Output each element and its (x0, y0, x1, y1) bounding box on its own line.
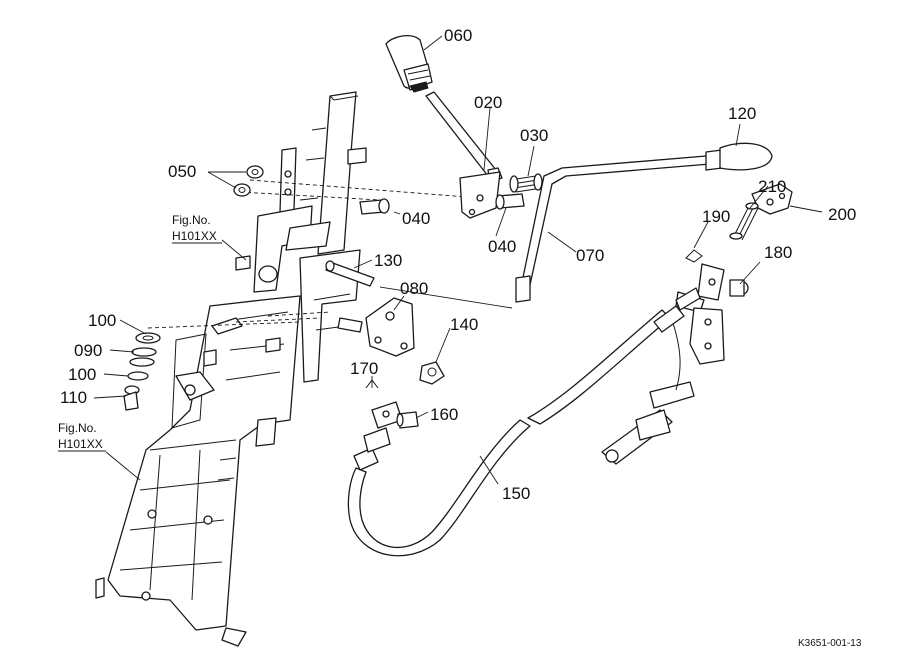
callout-110: 110 (60, 388, 87, 407)
figure-ref-upper: Fig.No. H101XX (172, 213, 222, 244)
figure-ref-code: H101XX (172, 229, 217, 243)
callout-090: 090 (74, 341, 102, 360)
part-190-pin (685, 249, 703, 263)
figure-ref-prefix: Fig.No. (172, 213, 211, 227)
callout-100-upper: 100 (88, 311, 116, 330)
callout-050: 050 (168, 162, 196, 181)
figure-ref-code: H101XX (58, 437, 103, 451)
callout-040-upper: 040 (402, 209, 430, 228)
callout-020: 020 (474, 93, 502, 112)
part-180-clevis-pin (729, 279, 749, 297)
callout-030: 030 (520, 126, 548, 145)
part-120-knob (705, 142, 773, 171)
callout-150: 150 (502, 484, 530, 503)
part-100-washer-lower (127, 371, 149, 381)
cable-clevis-upper (675, 263, 725, 365)
callout-100-lower: 100 (68, 365, 96, 384)
callout-130: 130 (374, 251, 402, 270)
steering-column-frame (95, 91, 367, 647)
drawing-code: K3651-001-13 (798, 638, 862, 649)
part-100-washer-upper (135, 332, 161, 344)
part-090-washer (129, 347, 157, 367)
figure-ref-lower: Fig.No. H101XX (58, 421, 106, 452)
part-160-bolt (396, 411, 419, 429)
callout-040-lower: 040 (488, 237, 516, 256)
part-130-pin (325, 260, 375, 287)
part-050-nuts (233, 165, 292, 197)
callout-170: 170 (350, 359, 378, 378)
part-020-lever (425, 91, 503, 219)
part-140-nut (419, 361, 445, 385)
callout-120: 120 (728, 104, 756, 123)
part-080-stud (337, 317, 363, 333)
callout-080: 080 (400, 279, 428, 298)
part-070-rod (515, 155, 711, 303)
callout-180: 180 (764, 243, 792, 262)
part-080-plate (365, 297, 415, 357)
figure-ref-prefix: Fig.No. (58, 421, 97, 435)
pedal-linkage (601, 319, 695, 465)
part-030-spring (509, 173, 543, 193)
callout-160: 160 (430, 405, 458, 424)
part-040-bolt-lower (495, 193, 525, 210)
part-040-bolt-upper (359, 198, 390, 215)
part-110-bushing (123, 385, 140, 411)
callout-060: 060 (444, 26, 472, 45)
cable-end-lower (353, 401, 403, 471)
callout-210: 210 (758, 177, 786, 196)
part-210-spring (729, 202, 759, 241)
callout-190: 190 (702, 207, 730, 226)
callout-140: 140 (450, 315, 478, 334)
leader-lines (93, 35, 823, 485)
part-060-knob (385, 34, 433, 93)
callout-200: 200 (828, 205, 856, 224)
callout-070: 070 (576, 246, 604, 265)
